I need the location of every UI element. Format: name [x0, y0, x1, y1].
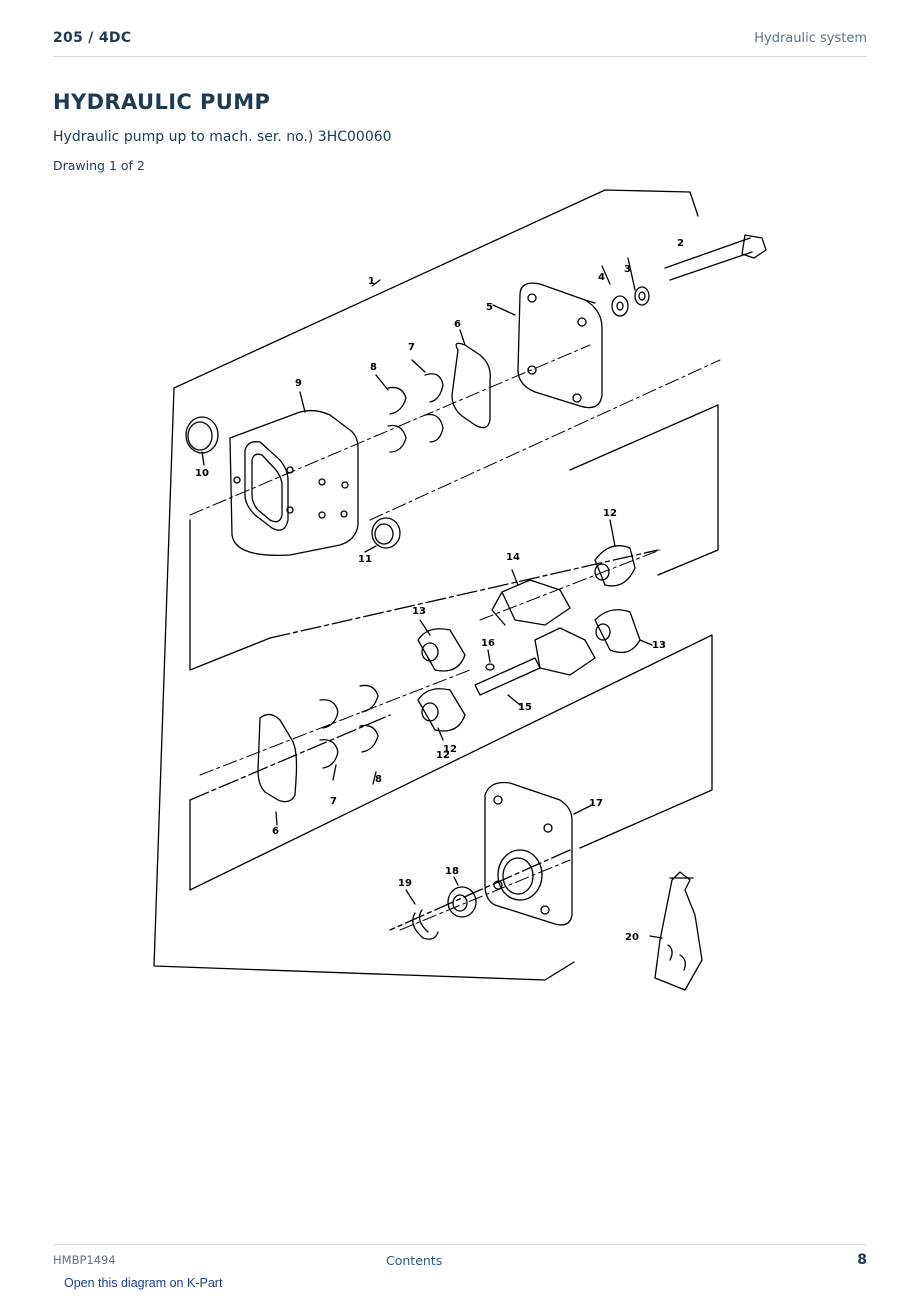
callout-label: 12	[443, 744, 457, 755]
callout-label: 1	[368, 276, 375, 287]
callout-label: 7	[330, 796, 337, 807]
callout-label: 4	[598, 272, 605, 283]
callout-label: 3	[624, 264, 631, 275]
callout-label: 9	[295, 378, 302, 389]
page-number: 8	[857, 1252, 867, 1268]
page-subtitle: Hydraulic pump up to mach. ser. no.) 3HC…	[53, 129, 392, 145]
page-title: HYDRAULIC PUMP	[53, 90, 271, 114]
document-code: HMBP1494	[53, 1253, 116, 1267]
section-category: Hydraulic system	[754, 31, 867, 46]
callout-label: 11	[358, 554, 372, 565]
callout-label: 13	[652, 640, 666, 651]
open-diagram-kpart-link[interactable]: Open this diagram on K-Part	[64, 1276, 223, 1290]
section-reference: 205 / 4DC	[53, 30, 132, 46]
page-header: 205 / 4DC Hydraulic system	[53, 28, 867, 57]
callout-label: 16	[481, 638, 495, 649]
callout-label: 18	[445, 866, 459, 877]
callout-label: 14	[506, 552, 520, 563]
callout-label: 5	[486, 302, 493, 313]
callout-label: 15	[518, 702, 532, 713]
drawing-label: Drawing 1 of 2	[53, 158, 145, 173]
callout-label: 7	[408, 342, 415, 353]
callout-label: 10	[195, 468, 209, 479]
contents-link[interactable]: Contents	[386, 1253, 443, 1268]
callout-label: 19	[398, 878, 412, 889]
callout-label: 2	[677, 238, 684, 249]
callout-label: 12	[603, 508, 617, 519]
callout-label: 17	[589, 798, 603, 809]
callout-label: 8	[370, 362, 377, 373]
callout-label: 6	[454, 319, 461, 330]
callout-label: 20	[625, 932, 639, 943]
callout-label: 8	[375, 774, 382, 785]
page-footer: HMBP1494 Contents 8	[53, 1244, 867, 1275]
exploded-parts-diagram: 1 2 3 4 5 6 7 8 9 10 11 12 14 12 13 16 1…	[153, 189, 767, 991]
callout-label: 12	[436, 750, 450, 761]
callout-label: 13	[412, 606, 426, 617]
callout-label: 6	[272, 826, 279, 837]
